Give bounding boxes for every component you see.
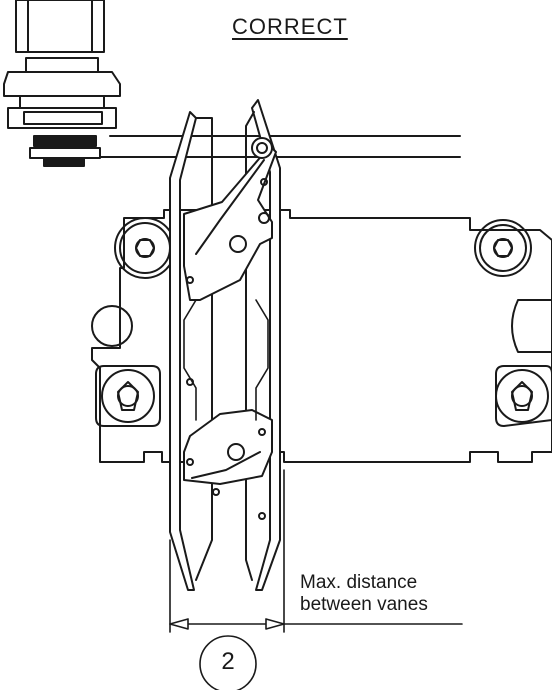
- fastener-top-right: [474, 219, 532, 277]
- callout-circle: [199, 635, 257, 690]
- dimension-label-line1: Max. distance: [300, 572, 418, 593]
- vane-channel: [183, 299, 269, 421]
- pin-left: [91, 305, 133, 347]
- fastener-bottom-left: [95, 365, 161, 427]
- linkage-top: [183, 137, 277, 301]
- dimension-lines: [169, 469, 463, 633]
- base-plate: [91, 209, 552, 463]
- vane-left: [169, 111, 213, 591]
- sensor-head: [3, 0, 121, 167]
- linkage-bottom: [183, 378, 273, 520]
- guide-rail: [99, 135, 461, 158]
- diagram-title: CORRECT: [232, 14, 348, 39]
- fastener-bottom-right: [495, 365, 552, 427]
- callout-number: 2: [221, 648, 235, 675]
- dimension-label-line2: between vanes: [300, 594, 428, 615]
